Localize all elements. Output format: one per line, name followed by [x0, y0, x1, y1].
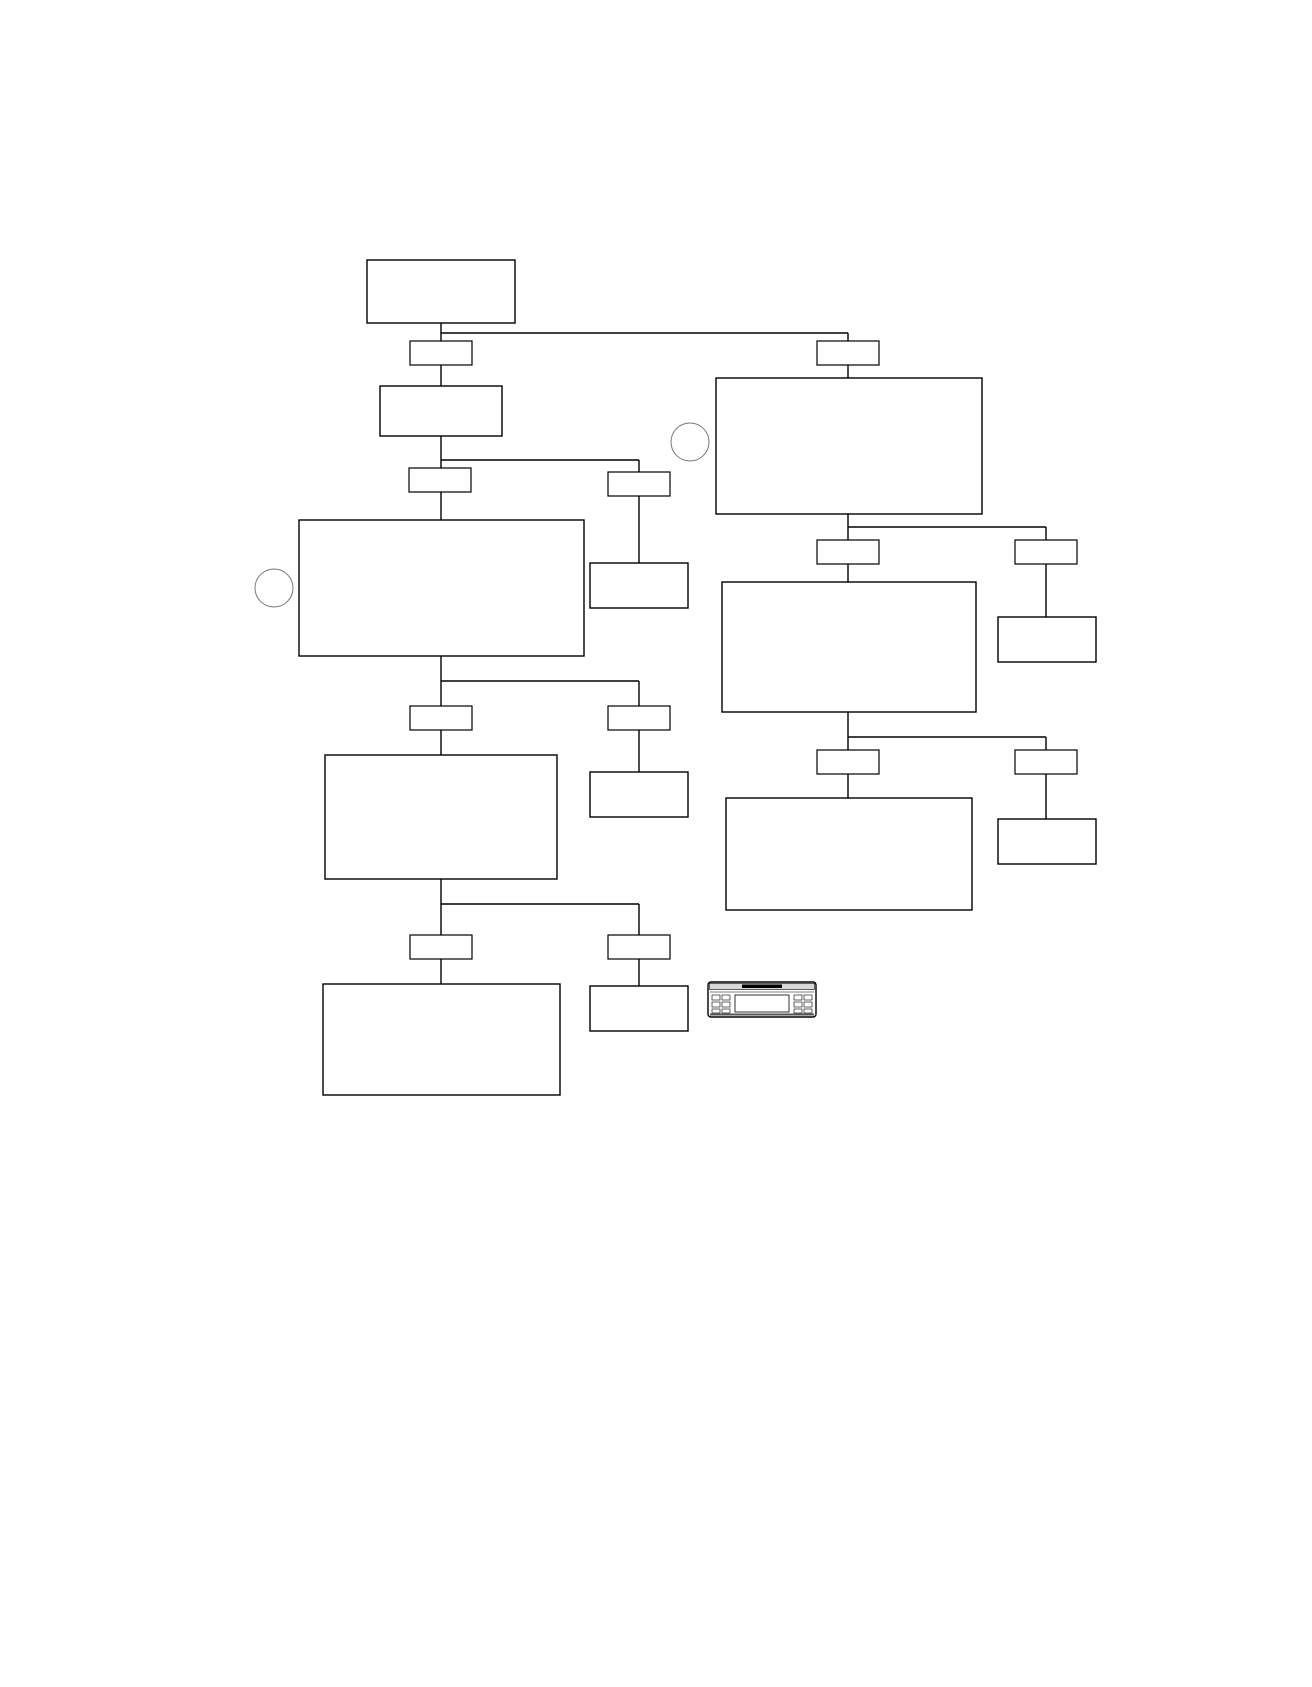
right-result-2-box [997, 818, 1097, 865]
left-result-3-box [589, 985, 689, 1032]
decision-tab [1014, 539, 1078, 565]
left-result-2-box [589, 771, 689, 818]
decision-tab [816, 539, 880, 565]
left-result-1-box [589, 562, 689, 609]
right-step-3-box [725, 797, 973, 911]
decision-tab [607, 934, 671, 960]
decision-tab [607, 471, 671, 497]
right-step-2-box [721, 581, 977, 713]
right-result-1-box [997, 616, 1097, 663]
decision-tab [816, 749, 880, 775]
decision-tab [409, 705, 473, 731]
decision-tab [607, 705, 671, 731]
decision-tab [1014, 749, 1078, 775]
decision-tab [409, 340, 473, 366]
left-step-3-box [324, 754, 558, 880]
reference-marker [670, 422, 710, 462]
decision-tab [816, 340, 880, 366]
left-step-4-box [322, 983, 561, 1096]
car-radio-head-unit-icon [707, 981, 817, 1018]
start-box [366, 259, 516, 324]
process-boxes [298, 259, 1097, 1096]
decision-tab [409, 934, 473, 960]
decision-tabs [408, 340, 1078, 960]
left-step-2-box [298, 519, 585, 657]
decision-tab [408, 467, 472, 493]
reference-marker [254, 568, 294, 608]
connectors [440, 323, 1047, 986]
right-step-1-box [715, 377, 983, 515]
left-step-1-box [379, 385, 503, 437]
